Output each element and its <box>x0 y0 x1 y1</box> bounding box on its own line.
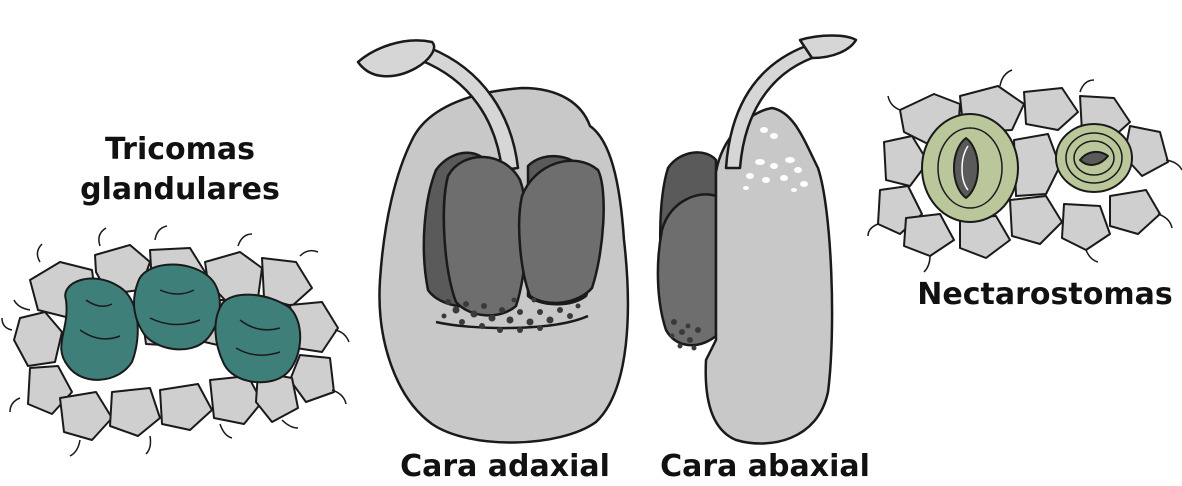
abaxial-stalk-blade <box>800 36 856 59</box>
adaxial-face-illustration <box>358 40 628 442</box>
abaxial-face-illustration <box>658 36 856 444</box>
adaxial-anther-right <box>519 161 603 303</box>
nectarostome-right <box>1056 124 1132 192</box>
adaxial-stalk-blade <box>358 40 434 76</box>
nectarostomas-label: Nectarostomas <box>915 277 1175 312</box>
adaxial-anther-left <box>444 157 527 315</box>
abaxial-petal <box>706 108 832 444</box>
tricomas-label-line1: Tricomas <box>60 130 300 170</box>
tricomas-glandulares-label: Tricomas glandulares <box>60 130 300 210</box>
nectarostome-illustration <box>868 70 1182 272</box>
nectarostome-left <box>922 114 1018 222</box>
trichome-epidermis-illustration <box>2 226 349 456</box>
cara-adaxial-label: Cara adaxial <box>395 449 615 484</box>
tricomas-label-line2: glandulares <box>60 170 300 210</box>
cara-abaxial-label: Cara abaxial <box>655 449 875 484</box>
abaxial-anther-front <box>658 194 716 345</box>
